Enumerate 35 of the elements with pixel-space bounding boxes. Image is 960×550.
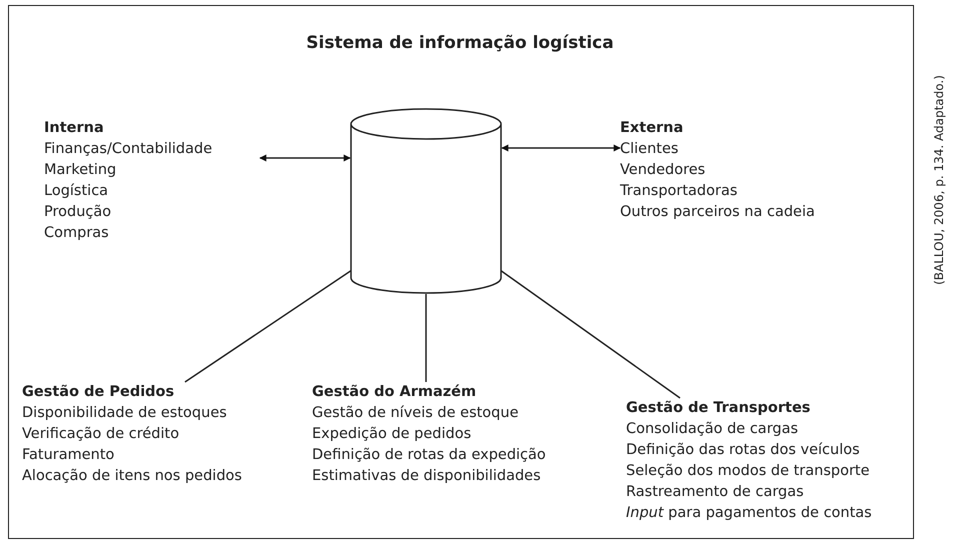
- group-heading: Gestão de Pedidos: [22, 383, 176, 402]
- list-item: Alocação de itens nos pedidos: [22, 467, 243, 486]
- connector-line: [184, 269, 352, 383]
- list-item: Produção: [44, 203, 112, 222]
- list-item: Vendedores: [620, 161, 706, 180]
- list-item: Outros parceiros na cadeia: [620, 203, 816, 222]
- group-heading: Gestão de Transportes: [626, 399, 812, 418]
- list-item: Compras: [44, 224, 110, 243]
- group-heading: Interna: [44, 119, 105, 138]
- list-item: Gestão de níveis de estoque: [312, 404, 520, 423]
- source-citation: (BALLOU, 2006, p. 134. Adaptado.): [932, 75, 946, 285]
- connector-line: [500, 269, 680, 399]
- list-item: Definição de rotas da expedição: [312, 446, 547, 465]
- list-item: Estimativas de disponibilidades: [312, 467, 542, 486]
- list-item: Logística: [44, 182, 110, 201]
- group-heading: Externa: [620, 119, 684, 138]
- diagram-title: Sistema de informação logística: [305, 33, 615, 53]
- list-item: Expedição de pedidos: [312, 425, 472, 444]
- list-item: Consolidação de cargas: [626, 420, 800, 439]
- list-item: Clientes: [620, 140, 680, 159]
- list-item: Faturamento: [22, 446, 116, 465]
- group-heading: Gestão do Armazém: [312, 383, 478, 402]
- list-item: Transportadoras: [620, 182, 738, 201]
- list-item: Seleção dos modos de transporte: [626, 462, 871, 481]
- list-item: Verificação de crédito: [22, 425, 180, 444]
- database-cylinder: [350, 108, 502, 294]
- double-arrow: [259, 154, 351, 162]
- list-item: Rastreamento de cargas: [626, 483, 805, 502]
- double-arrow: [501, 144, 621, 152]
- list-item: Disponibilidade de estoques: [22, 404, 228, 423]
- connector-line: [425, 294, 427, 382]
- list-item: Input para pagamentos de contas: [626, 504, 873, 523]
- list-item: Marketing: [44, 161, 118, 180]
- list-item: Finanças/Contabilidade: [44, 140, 214, 159]
- list-item: Definição das rotas dos veículos: [626, 441, 861, 460]
